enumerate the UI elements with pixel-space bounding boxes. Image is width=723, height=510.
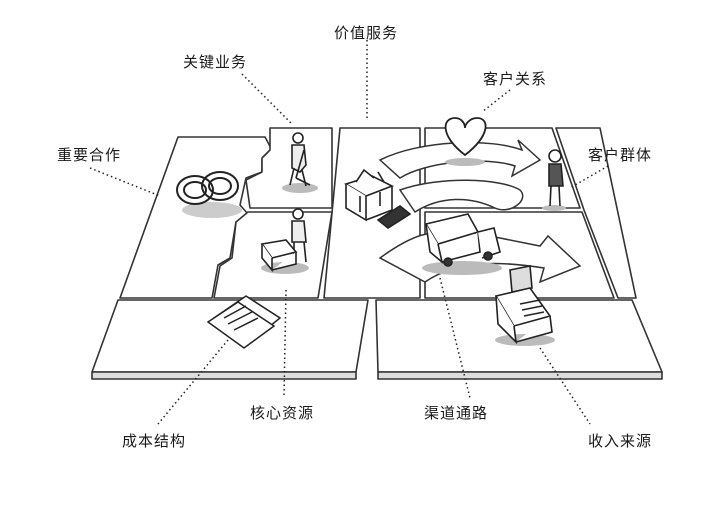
canvas-board: [91, 127, 663, 380]
label-key-partners: 重要合作: [57, 146, 122, 164]
label-revenue-streams: 收入来源: [588, 432, 653, 450]
label-customer-relationships: 客户关系: [483, 70, 548, 88]
label-customer-segments: 客户群体: [588, 146, 653, 164]
leader-lines: [89, 40, 609, 425]
label-key-resources: 核心资源: [250, 404, 315, 422]
resources-icon: [260, 208, 309, 274]
rings-icon: [176, 171, 242, 218]
cost-structure-tile-edge: [91, 371, 357, 380]
truck-icon: [422, 213, 502, 275]
heart-icon: [444, 117, 487, 166]
worker-icon: [282, 132, 318, 193]
middle-ribbon: [398, 179, 524, 214]
customer-figure-icon: [542, 149, 566, 211]
label-key-activities: 关键业务: [183, 53, 248, 71]
label-channels: 渠道通路: [424, 404, 489, 422]
customer-segments-tile: [555, 127, 637, 299]
label-cost-structure: 成本结构: [122, 432, 187, 450]
gift-icon: [344, 168, 412, 229]
cash-register-icon: [494, 265, 555, 346]
revenue-streams-tile-edge: [377, 371, 663, 380]
label-value-propositions: 价值服务: [334, 24, 399, 42]
documents-icon: [206, 295, 282, 349]
